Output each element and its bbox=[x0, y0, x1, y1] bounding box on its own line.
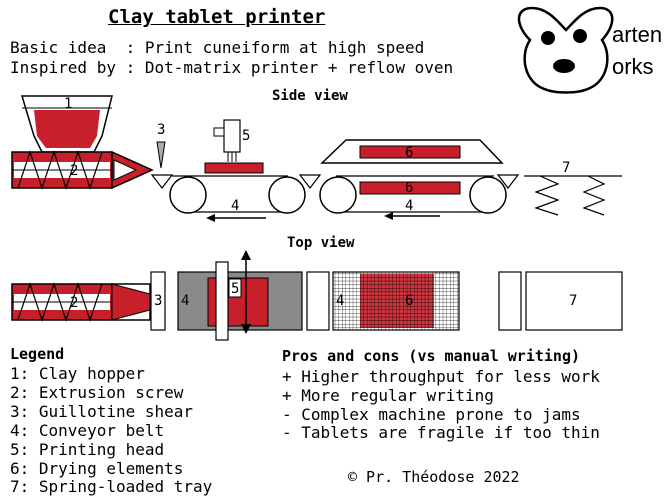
side-label-head: 5 bbox=[242, 128, 250, 144]
side-label-shear: 3 bbox=[157, 122, 165, 138]
top-drying-oven bbox=[332, 271, 460, 331]
top-label-dryer-belt: 4 bbox=[336, 293, 344, 309]
legend-item: 7: Spring-loaded tray bbox=[10, 477, 213, 497]
logo-dog-face-icon bbox=[517, 6, 614, 94]
side-view-heading: Side view bbox=[272, 88, 348, 104]
side-guillotine-shear bbox=[156, 141, 166, 169]
top-guillotine-shear bbox=[150, 271, 166, 331]
legend-item: 3: Guillotine shear bbox=[10, 401, 194, 421]
legend-item: 6: Drying elements bbox=[10, 458, 184, 478]
side-label-screw: 2 bbox=[70, 163, 78, 179]
top-label-screw: 2 bbox=[70, 295, 78, 311]
side-conveyor-belt-a bbox=[150, 174, 322, 222]
top-view-heading: Top view bbox=[287, 235, 355, 251]
top-conveyor-belt bbox=[177, 250, 303, 341]
side-label-belt-b: 4 bbox=[405, 198, 413, 214]
diagram-title: Clay tablet printer bbox=[108, 6, 326, 28]
side-label-belt-a: 4 bbox=[231, 198, 239, 214]
pros-cons-item: - Tablets are fragile if too thin bbox=[282, 423, 600, 443]
side-clay-hopper bbox=[20, 95, 113, 153]
side-drying-oven bbox=[319, 139, 520, 220]
basic-idea-line: Basic idea : Print cuneiform at high spe… bbox=[10, 38, 425, 57]
pros-cons-list: Pros and cons (vs manual writing) + High… bbox=[282, 347, 600, 443]
pros-cons-item: - Complex machine prone to jams bbox=[282, 404, 581, 424]
top-extrusion-screw bbox=[11, 282, 151, 322]
legend-item: 5: Printing head bbox=[10, 439, 165, 459]
legend-item: 1: Clay hopper bbox=[10, 364, 145, 383]
side-extrusion-screw bbox=[11, 150, 154, 190]
copyright-notice: © Pr. Théodose 2022 bbox=[348, 468, 520, 486]
top-label-head: 5 bbox=[231, 281, 239, 297]
top-separator-plate-2 bbox=[498, 271, 522, 331]
logo-text-line1: arten bbox=[612, 22, 663, 47]
side-label-dryer-bottom: 6 bbox=[405, 180, 413, 196]
pros-cons-heading: Pros and cons (vs manual writing) bbox=[282, 347, 581, 365]
side-label-hopper: 1 bbox=[64, 96, 72, 112]
side-printing-head bbox=[204, 119, 264, 174]
side-label-tray: 7 bbox=[562, 160, 570, 176]
top-separator-plate bbox=[306, 271, 330, 331]
pros-cons-item: + More regular writing bbox=[282, 385, 494, 405]
legend-heading: Legend bbox=[10, 345, 65, 363]
logo-text-line2: orks bbox=[612, 54, 654, 79]
top-label-tray: 7 bbox=[569, 293, 577, 309]
side-spring-tray bbox=[524, 175, 622, 216]
side-label-dryer-top: 6 bbox=[405, 145, 413, 161]
legend-item: 4: Conveyor belt bbox=[10, 420, 165, 440]
pros-cons-item: + Higher throughput for less work bbox=[282, 367, 600, 386]
top-label-belt: 4 bbox=[181, 293, 189, 309]
top-label-shear: 3 bbox=[154, 293, 162, 309]
top-spring-tray bbox=[525, 271, 623, 331]
legend: Legend 1: Clay hopper 2: Extrusion screw… bbox=[10, 345, 212, 497]
inspired-by-line: Inspired by : Dot-matrix printer + reflo… bbox=[10, 58, 454, 77]
top-label-dryer: 6 bbox=[405, 293, 413, 309]
legend-item: 2: Extrusion screw bbox=[10, 382, 184, 402]
